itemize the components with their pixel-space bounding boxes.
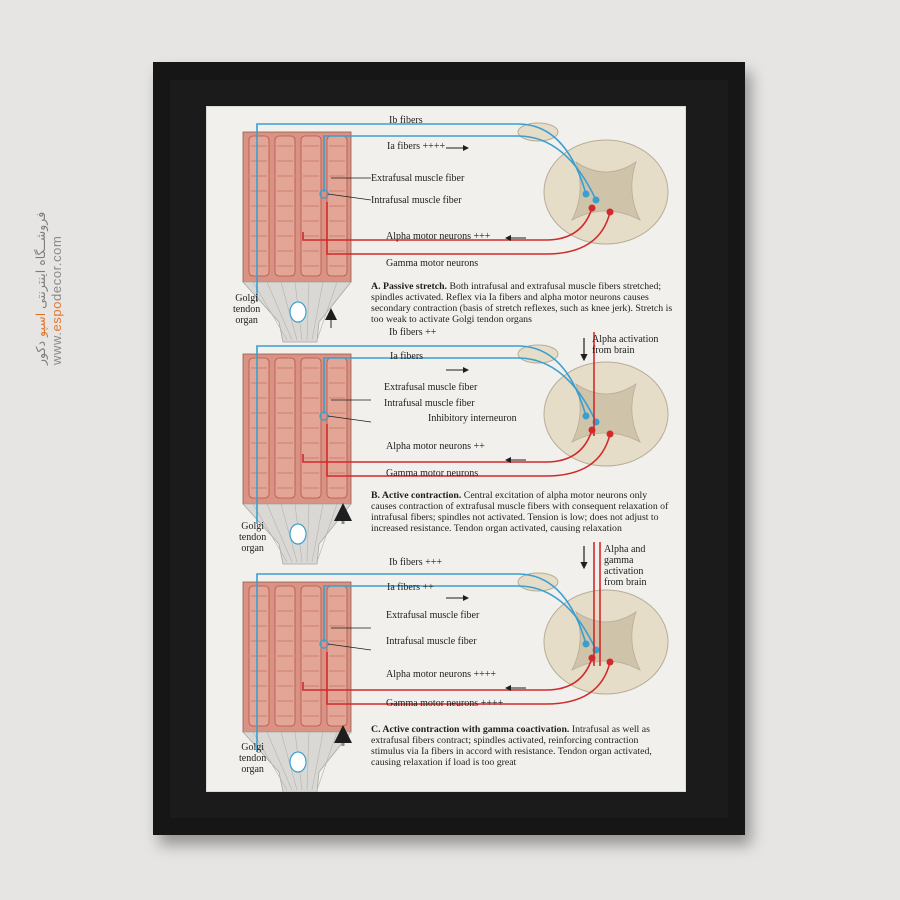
panel-a-gamma-neuron — [606, 208, 614, 216]
panel-b-ib-label: Ib fibers ++ — [389, 327, 437, 338]
panel-a-tendon-strand — [266, 281, 293, 341]
panel-a-ib-fiber — [256, 123, 587, 302]
panel-b-tendon-strand — [252, 503, 288, 563]
panel-a-caption-title: A. Passive stretch. — [371, 281, 448, 292]
poster: Ib fibers Ia fibers ++++ Extrafusal musc… — [206, 106, 686, 792]
store-url: www.espodecor.com — [49, 235, 64, 365]
panel-b-alpha-label: Alpha motor neurons ++ — [386, 441, 485, 452]
panel-b-tendon-strand — [311, 503, 324, 563]
panel-b-caption-body: Central excitation of alpha motor neuron… — [371, 490, 669, 535]
panel-b-caption-title: B. Active contraction. — [371, 490, 462, 501]
panel-a-extrafusal-label: Extrafusal muscle fiber — [371, 173, 465, 184]
panel-c-gamma-fiber — [326, 652, 611, 705]
panel-b-tendon-strand — [316, 503, 338, 563]
panel-a-alpha-label: Alpha motor neurons +++ — [386, 231, 491, 242]
panel-c-caption-title: C. Active contraction with gamma coactiv… — [371, 724, 570, 735]
panel-c-ib-fiber — [256, 573, 587, 752]
panel-c-tendon-strand — [311, 731, 324, 791]
store-name-persian: فروشــگاه اینترنتی اسپو دکور — [33, 211, 48, 365]
panel-a-ib-terminal — [582, 190, 590, 198]
store-watermark: فروشــگاه اینترنتی اسپو دکور www.espodec… — [33, 0, 64, 365]
panel-b-brain-label: Alpha activation from brain — [592, 334, 659, 356]
panel-a-gray-matter — [571, 161, 641, 221]
panel-c-brain-label: Alpha and gamma activation from brain — [604, 544, 647, 588]
panel-c-tendon-strand — [252, 731, 288, 791]
panel-b-gamma-neuron — [606, 430, 614, 438]
panel-c-tendon-strand — [266, 731, 293, 791]
panel-b-gamma-label: Gamma motor neurons — [386, 468, 479, 479]
panel-a-alpha-neuron — [588, 204, 596, 212]
panel-c-intrafusal-leader — [327, 643, 372, 651]
panel-b-alpha-fiber — [302, 429, 593, 463]
panel-a-alpha-fiber — [302, 207, 593, 241]
panel-a-ia-label: Ia fibers ++++ — [387, 141, 446, 152]
panel-b-tendon-strand — [266, 503, 293, 563]
panel-a-tendon-strand — [311, 281, 324, 341]
panel-c-gray-matter — [571, 611, 641, 671]
panel-c-golgi-label: Golgi tendon organ — [239, 742, 267, 775]
panel-c-gamma-neuron — [606, 658, 614, 666]
panel-b-extrafusal-label: Extrafusal muscle fiber — [384, 382, 478, 393]
panel-c-tendon-strand — [306, 731, 310, 791]
panel-b-golgi-label: Golgi tendon organ — [239, 521, 267, 554]
panel-a-ia-terminal — [592, 196, 600, 204]
panel-c-caption: C. Active contraction with gamma coactiv… — [371, 724, 671, 768]
panel-a-gamma-label: Gamma motor neurons — [386, 258, 479, 269]
panel-a-ib-label: Ib fibers — [389, 115, 423, 126]
panel-c-caption-body: Intrafusal as well as extrafusal fibers … — [371, 724, 652, 769]
panel-a-intrafusal-leader — [327, 193, 372, 201]
panel-b-intrafusal-label: Intrafusal muscle fiber — [384, 398, 475, 409]
panel-a-caption: A. Passive stretch. Both intrafusal and … — [371, 281, 676, 325]
panel-b-ia-label: Ia fibers — [390, 351, 424, 362]
panel-b-gamma-fiber — [326, 424, 611, 477]
panel-c-ia-fiber — [323, 585, 597, 651]
panel-b-interneuron-label: Inhibitory interneuron — [428, 413, 517, 424]
panel-c-tendon-strand — [280, 731, 298, 791]
panel-b-ib-terminal — [582, 412, 590, 420]
panel-a-golgi-label: Golgi tendon organ — [233, 293, 261, 326]
panel-c-intrafusal-label: Intrafusal muscle fiber — [386, 636, 477, 647]
panel-c-alpha-fiber — [302, 657, 593, 691]
panel-b-intrafusal-leader — [327, 415, 372, 423]
panel-b-tendon-strand — [280, 503, 298, 563]
panel-b-gray-matter — [571, 383, 641, 443]
panel-b-ib-fiber — [256, 345, 587, 524]
panel-c-tendon-strand — [316, 731, 338, 791]
panel-a-intrafusal-label: Intrafusal muscle fiber — [371, 195, 462, 206]
panel-a-gamma-fiber — [326, 202, 611, 255]
panel-a-caption-body: Both intrafusal and extrafusal muscle fi… — [371, 281, 673, 326]
panel-a-golgi-organ — [289, 301, 307, 323]
panel-c-ib-terminal — [582, 640, 590, 648]
panel-b-tendon-strand — [306, 503, 310, 563]
panel-c-golgi-organ — [289, 751, 307, 773]
panel-b-golgi-organ — [289, 523, 307, 545]
diagram-artwork — [242, 122, 669, 792]
panel-a-tendon-strand — [306, 281, 310, 341]
panel-b-caption: B. Active contraction. Central excitatio… — [371, 490, 671, 534]
panel-c-gamma-label: Gamma motor neurons ++++ — [386, 698, 504, 709]
panel-a-ia-fiber — [323, 135, 597, 201]
panel-c-extrafusal-label: Extrafusal muscle fiber — [386, 610, 480, 621]
panel-c-ib-label: Ib fibers +++ — [389, 557, 443, 568]
panel-c-alpha-label: Alpha motor neurons ++++ — [386, 669, 497, 680]
panel-b-ia-fiber — [323, 357, 597, 423]
panel-a-tendon-strand — [252, 281, 288, 341]
panel-c-ia-label: Ia fibers ++ — [387, 582, 434, 593]
panel-a-tendon-strand — [280, 281, 298, 341]
